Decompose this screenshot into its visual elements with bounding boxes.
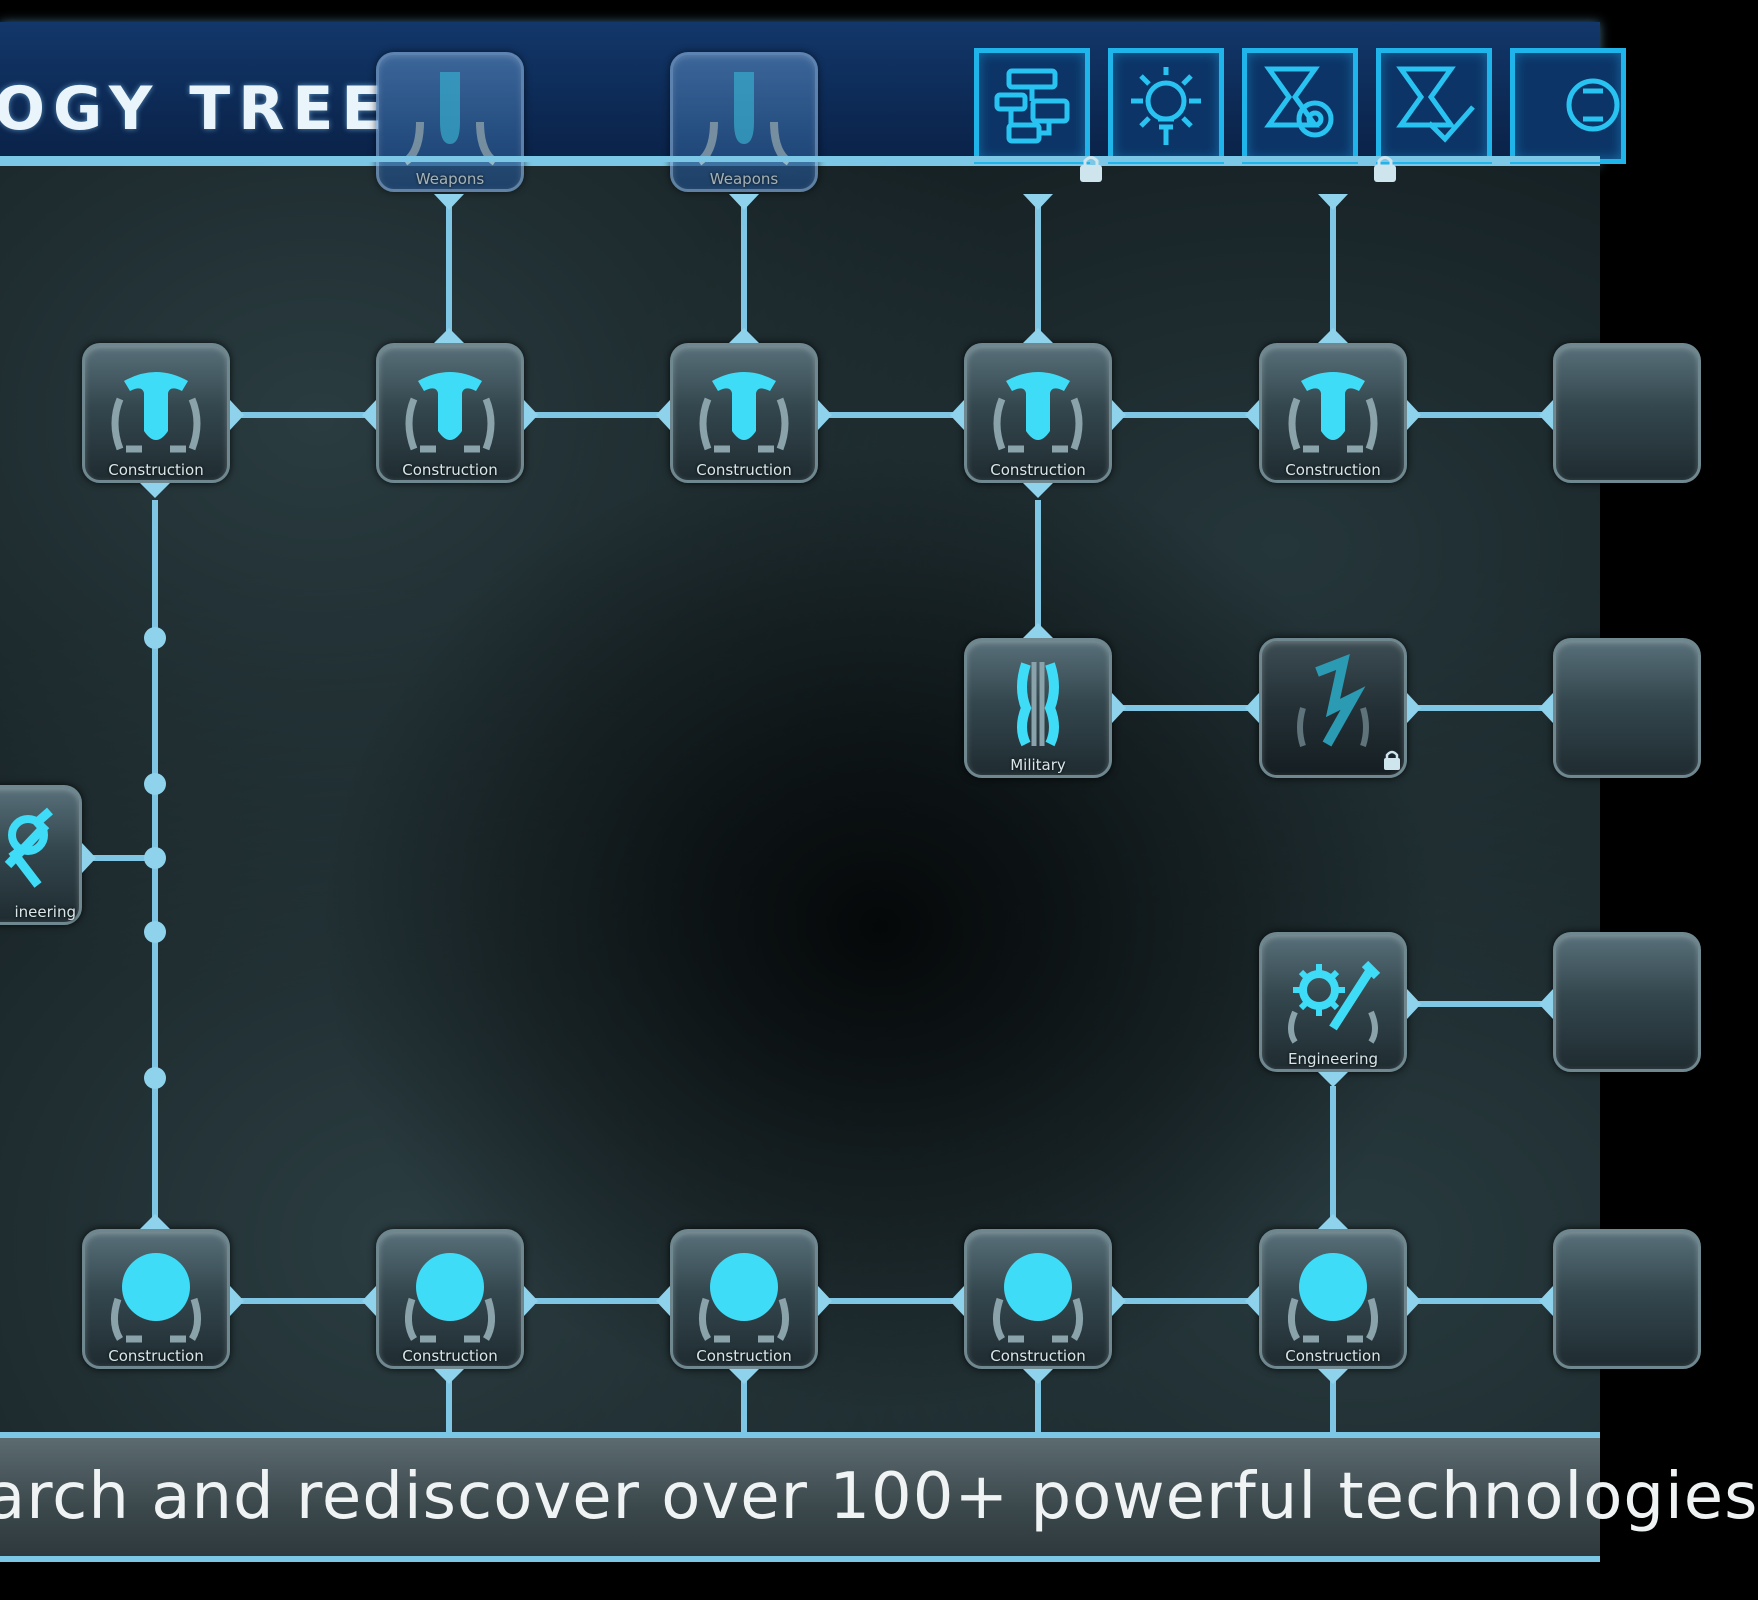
construction-claw-icon	[699, 372, 789, 453]
tech-node-engineering-2[interactable]	[1553, 932, 1701, 1072]
military-icon	[1297, 654, 1369, 747]
orb-icon	[699, 1253, 789, 1343]
header-divider	[0, 156, 1600, 162]
tech-node-construction-r1-4[interactable]: Construction	[964, 343, 1112, 483]
toolbar-button-completed[interactable]	[1376, 48, 1492, 164]
tech-node-construction-r1-1[interactable]: Construction	[82, 343, 230, 483]
wrench-gear-icon	[1288, 960, 1381, 1044]
tree-connectors	[86, 200, 1545, 1434]
toolbar-button-research[interactable]	[1242, 48, 1358, 164]
lock-icon	[1384, 750, 1400, 770]
construction-claw-icon	[111, 372, 201, 453]
construction-claw-icon	[405, 372, 495, 453]
construction-claw-icon	[1288, 372, 1378, 453]
tech-node-weapons-2[interactable]: Weapons	[670, 52, 818, 192]
orb-icon	[405, 1253, 495, 1343]
orb-icon	[111, 1253, 201, 1343]
tech-node-construction-r2-2[interactable]: Construction	[376, 1229, 524, 1369]
lock-icon	[1080, 156, 1102, 182]
tech-node-military-1[interactable]: Military	[964, 638, 1112, 778]
tech-node-military-3[interactable]	[1553, 638, 1701, 778]
tech-node-construction-r2-1[interactable]: Construction	[82, 1229, 230, 1369]
tech-node-construction-r2-3[interactable]: Construction	[670, 1229, 818, 1369]
lightbulb-icon	[1131, 67, 1201, 145]
tech-node-construction-r2-6[interactable]	[1553, 1229, 1701, 1369]
tech-node-construction-r2-5[interactable]: Construction	[1259, 1229, 1407, 1369]
orb-icon	[1288, 1253, 1378, 1343]
tech-node-construction-r1-6[interactable]	[1553, 343, 1701, 483]
wrench-gear-icon	[4, 807, 53, 888]
tech-node-engineering[interactable]: Engineering	[1259, 932, 1407, 1072]
page-title: OGY TREE	[0, 74, 391, 144]
tech-node-engineering-left[interactable]: ineering	[0, 785, 82, 925]
tech-node-construction-r2-4[interactable]: Construction	[964, 1229, 1112, 1369]
promo-banner: arch and rediscover over 100+ powerful t…	[0, 1432, 1757, 1562]
tech-node-construction-r1-5[interactable]: Construction	[1259, 343, 1407, 483]
tech-tree-screen: OGY TREE	[0, 22, 1757, 1562]
flask-gear-icon	[1264, 66, 1334, 138]
orb-icon	[993, 1253, 1083, 1343]
tech-node-weapons-1[interactable]: Weapons	[376, 52, 524, 192]
partial-icon	[1566, 78, 1620, 132]
military-icon	[1017, 662, 1059, 747]
tech-node-construction-r1-2[interactable]: Construction	[376, 343, 524, 483]
lock-icon	[1374, 156, 1396, 182]
construction-claw-icon	[993, 372, 1083, 453]
banner-text: arch and rediscover over 100+ powerful t…	[0, 1460, 1758, 1534]
tech-node-construction-r1-3[interactable]: Construction	[670, 343, 818, 483]
checkmark-icon	[1396, 66, 1475, 143]
tech-node-military-2[interactable]	[1259, 638, 1407, 778]
connector-nubs	[82, 194, 1553, 1384]
stack-connect-icon	[994, 68, 1070, 144]
